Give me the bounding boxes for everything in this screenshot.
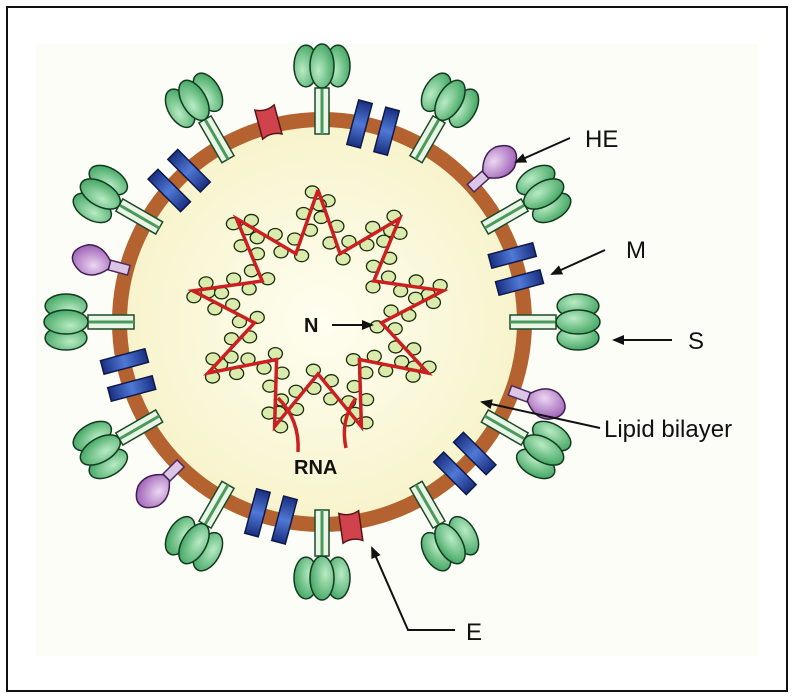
m-protein [99, 347, 157, 403]
label-he: HE [585, 126, 618, 153]
he-protein [466, 144, 518, 193]
s-spike-protein [72, 164, 164, 236]
m-protein [146, 148, 212, 213]
n-protein-bead [293, 249, 310, 263]
rna-tail [276, 396, 300, 453]
n-protein-bead [267, 346, 284, 361]
rna-strand [187, 189, 449, 432]
s-spike-protein [72, 408, 164, 480]
s-spike-protein [480, 408, 572, 480]
label-lipid-bilayer: Lipid bilayer [604, 416, 732, 443]
label-e: E [466, 619, 482, 646]
lipid-bilayer-arrow [480, 399, 601, 429]
nucleocapsid [186, 185, 449, 453]
label-rna: RNA [294, 457, 337, 479]
s-spike-protein [509, 293, 601, 351]
he-arrow [514, 137, 571, 163]
m-protein [345, 99, 401, 157]
s-spike-protein [480, 164, 572, 236]
m-arrow [550, 249, 606, 275]
e-protein [253, 103, 284, 141]
s-spike-protein [293, 43, 351, 135]
e-arrow [371, 546, 455, 631]
s-spike-protein [164, 480, 236, 572]
annotation-arrows [332, 137, 672, 631]
s-spike-protein [164, 72, 236, 164]
label-s: S [688, 328, 704, 355]
s-spike-protein [408, 480, 480, 572]
he-protein [71, 244, 132, 276]
label-m: M [626, 237, 646, 264]
m-protein [487, 241, 545, 297]
e-protein [337, 509, 364, 545]
virion-interior [127, 127, 517, 517]
m-protein [243, 487, 299, 545]
n-protein-bead [249, 310, 265, 325]
he-protein [135, 458, 186, 509]
he-protein [507, 384, 566, 421]
s-spike-protein [408, 72, 480, 164]
s-spike-protein [293, 509, 351, 601]
s-spike-protein [43, 293, 135, 351]
m-protein [432, 431, 498, 496]
n-protein-bead [335, 252, 351, 266]
label-n: N [304, 315, 318, 337]
rna-tail [342, 396, 358, 449]
surface-proteins [43, 43, 601, 601]
